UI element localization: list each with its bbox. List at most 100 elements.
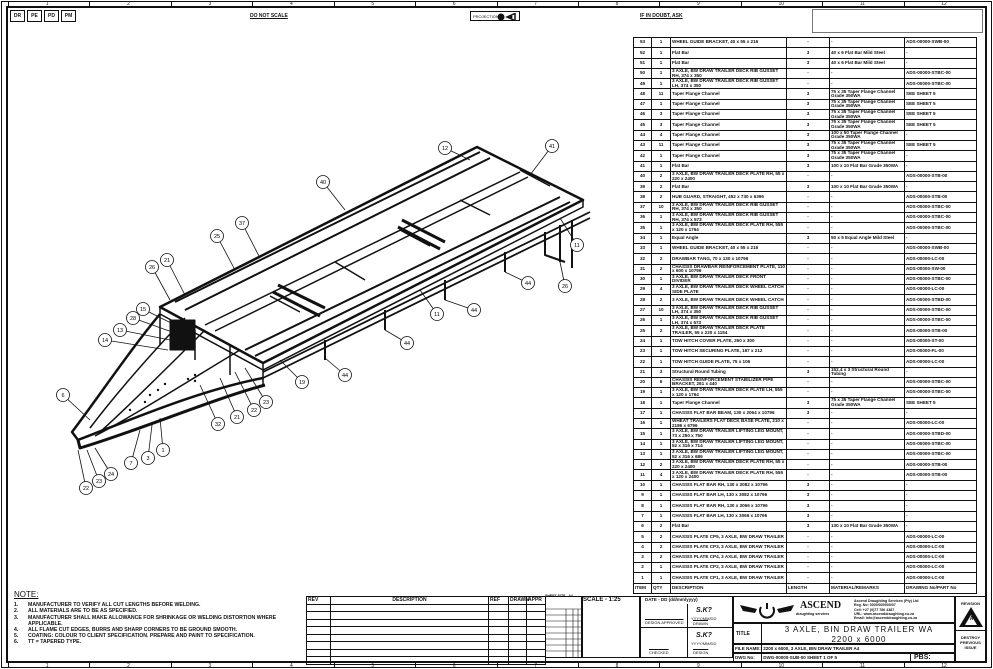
- bom-cell-qty: 3: [651, 366, 671, 378]
- item-balloon: 41: [529, 139, 559, 176]
- bom-cell-item: 31: [633, 263, 652, 275]
- zone-marker: 10: [778, 663, 785, 669]
- bom-cell-drawing-no: ADS-00000-STB-00: [904, 170, 977, 183]
- bom-cell-material: -: [829, 459, 905, 471]
- bom-cell-description: Equal Angle: [670, 232, 787, 244]
- bom-cell-item: 25: [633, 325, 652, 337]
- balloon-number: 22: [83, 486, 89, 492]
- item-balloon: 19: [279, 359, 309, 389]
- note-text: TT = TAPERED TYPE.: [28, 639, 82, 646]
- company-info-line: Reg. No: 0000/000000/07: [854, 603, 896, 608]
- bom-cell-drawing-no: ADS-00000-LC-00: [904, 551, 977, 564]
- item-balloon: 11: [419, 289, 444, 321]
- bom-cell-length: -: [786, 36, 830, 49]
- bom-cell-qty: 1: [651, 315, 671, 327]
- bom-cell-material: -: [829, 191, 905, 203]
- role-checked: CHECKED: [649, 650, 669, 655]
- note-text: MANUFACTURER TO VERIFY ALL CUT LENGTHS B…: [28, 602, 201, 609]
- signature-1: S.K?: [696, 607, 712, 614]
- item-balloon: 24: [94, 447, 118, 481]
- revision-cell: [488, 656, 509, 665]
- bom-cell-item: 33: [633, 242, 652, 255]
- bom-cell-qty: 4: [651, 129, 671, 141]
- balloon-number: 44: [342, 373, 348, 379]
- bom-cell-drawing-no: ADS-00000-STBC-00: [904, 376, 977, 389]
- bom-cell-qty: 1: [651, 510, 671, 522]
- note-number: 3.: [14, 614, 19, 621]
- bom-cell-drawing-no: ADS-00000-LC-00: [904, 356, 977, 368]
- bom-cell-material: -: [829, 562, 905, 574]
- bom-cell-item: 37: [633, 201, 652, 214]
- balloon-number: 12: [442, 146, 448, 152]
- bom-cell-qty: 1: [651, 57, 671, 69]
- item-balloon: 23: [244, 367, 273, 409]
- bom-cell-length: 3: [786, 510, 830, 522]
- bom-cell-length: -: [786, 551, 830, 564]
- note-item: 6.TT = TAPERED TYPE.: [14, 639, 304, 645]
- balloon-circle: [230, 410, 244, 424]
- bom-cell-length: -: [786, 222, 830, 234]
- signature-2: S.K?: [696, 632, 712, 639]
- revision-row: [306, 648, 546, 657]
- bom-cell-qty: 1: [651, 160, 671, 172]
- revision-cell: [526, 611, 546, 620]
- deck-rail-right: [244, 196, 571, 357]
- bom-cell-item: 53: [633, 36, 652, 49]
- revision-cell: [306, 618, 331, 627]
- dwg-number-label: DWG No:: [734, 654, 762, 661]
- zone-marker: 6: [452, 663, 456, 669]
- bom-cell-qty: 1: [651, 78, 671, 90]
- balloon-number: 41: [549, 144, 555, 150]
- bom-cell-description: TOW HITCH COVER PLATE, 260 x 300: [670, 335, 787, 347]
- balloon-number: 44: [525, 281, 531, 287]
- revision-cell: APPR: [526, 596, 546, 605]
- bom-cell-length: 3: [786, 181, 830, 193]
- zone-marker: 7: [534, 1, 537, 7]
- bom-cell-material: -: [829, 541, 905, 553]
- balloon-number: 19: [299, 380, 305, 386]
- balloon-leader-line: [119, 329, 171, 341]
- item-balloon: 15: [136, 302, 176, 326]
- deck-outline: [158, 145, 585, 365]
- item-balloon: 44: [504, 271, 535, 290]
- bom-cell-qty: 1: [651, 428, 671, 440]
- zone-marker: 12: [941, 1, 947, 7]
- bom-cell-qty: 1: [651, 212, 671, 224]
- item-balloon: 21: [219, 377, 244, 424]
- bom-cell-length: -: [786, 459, 830, 471]
- item-balloon: 32: [199, 384, 225, 431]
- note-number: 2.: [14, 608, 19, 615]
- balloon-number: 6: [61, 393, 64, 399]
- bom-cell-qty: 1: [651, 572, 671, 584]
- balloon-number: 11: [434, 312, 440, 318]
- item-balloon: 28: [126, 311, 173, 333]
- bom-cell-qty: 2: [651, 191, 671, 203]
- bom-cell-qty: 11: [651, 139, 671, 152]
- title-label: TITLE: [734, 624, 762, 643]
- zone-tick: [252, 1, 254, 7]
- bom-cell-material: -: [829, 531, 905, 543]
- bom-cell-item: 22: [633, 356, 652, 368]
- revision-row: [306, 618, 546, 627]
- bom-cell-description: CHASSIS PLATE CP1, 3 AXLE, BW DRAW TRAIL…: [670, 572, 787, 584]
- balloon-number: 37: [239, 221, 245, 227]
- revision-row: [306, 626, 546, 635]
- zone-marker: 6: [452, 1, 456, 7]
- bom-cell-drawing-no: -: [904, 57, 977, 69]
- bom-cell-description: Flat Bar: [670, 47, 787, 59]
- balloon-circle: [160, 253, 174, 267]
- bom-cell-qty: 1: [651, 345, 671, 358]
- balloon-circle: [211, 417, 225, 431]
- bom-cell-material: 100 x 10 Flat Bar Grade 350WA: [829, 160, 905, 172]
- balloon-circle: [295, 375, 309, 389]
- bom-cell-drawing-no: ADS-00000-STBC-00: [904, 387, 977, 399]
- bom-cell-material: 152.4 x 3 Structural Round Tubing: [829, 366, 905, 378]
